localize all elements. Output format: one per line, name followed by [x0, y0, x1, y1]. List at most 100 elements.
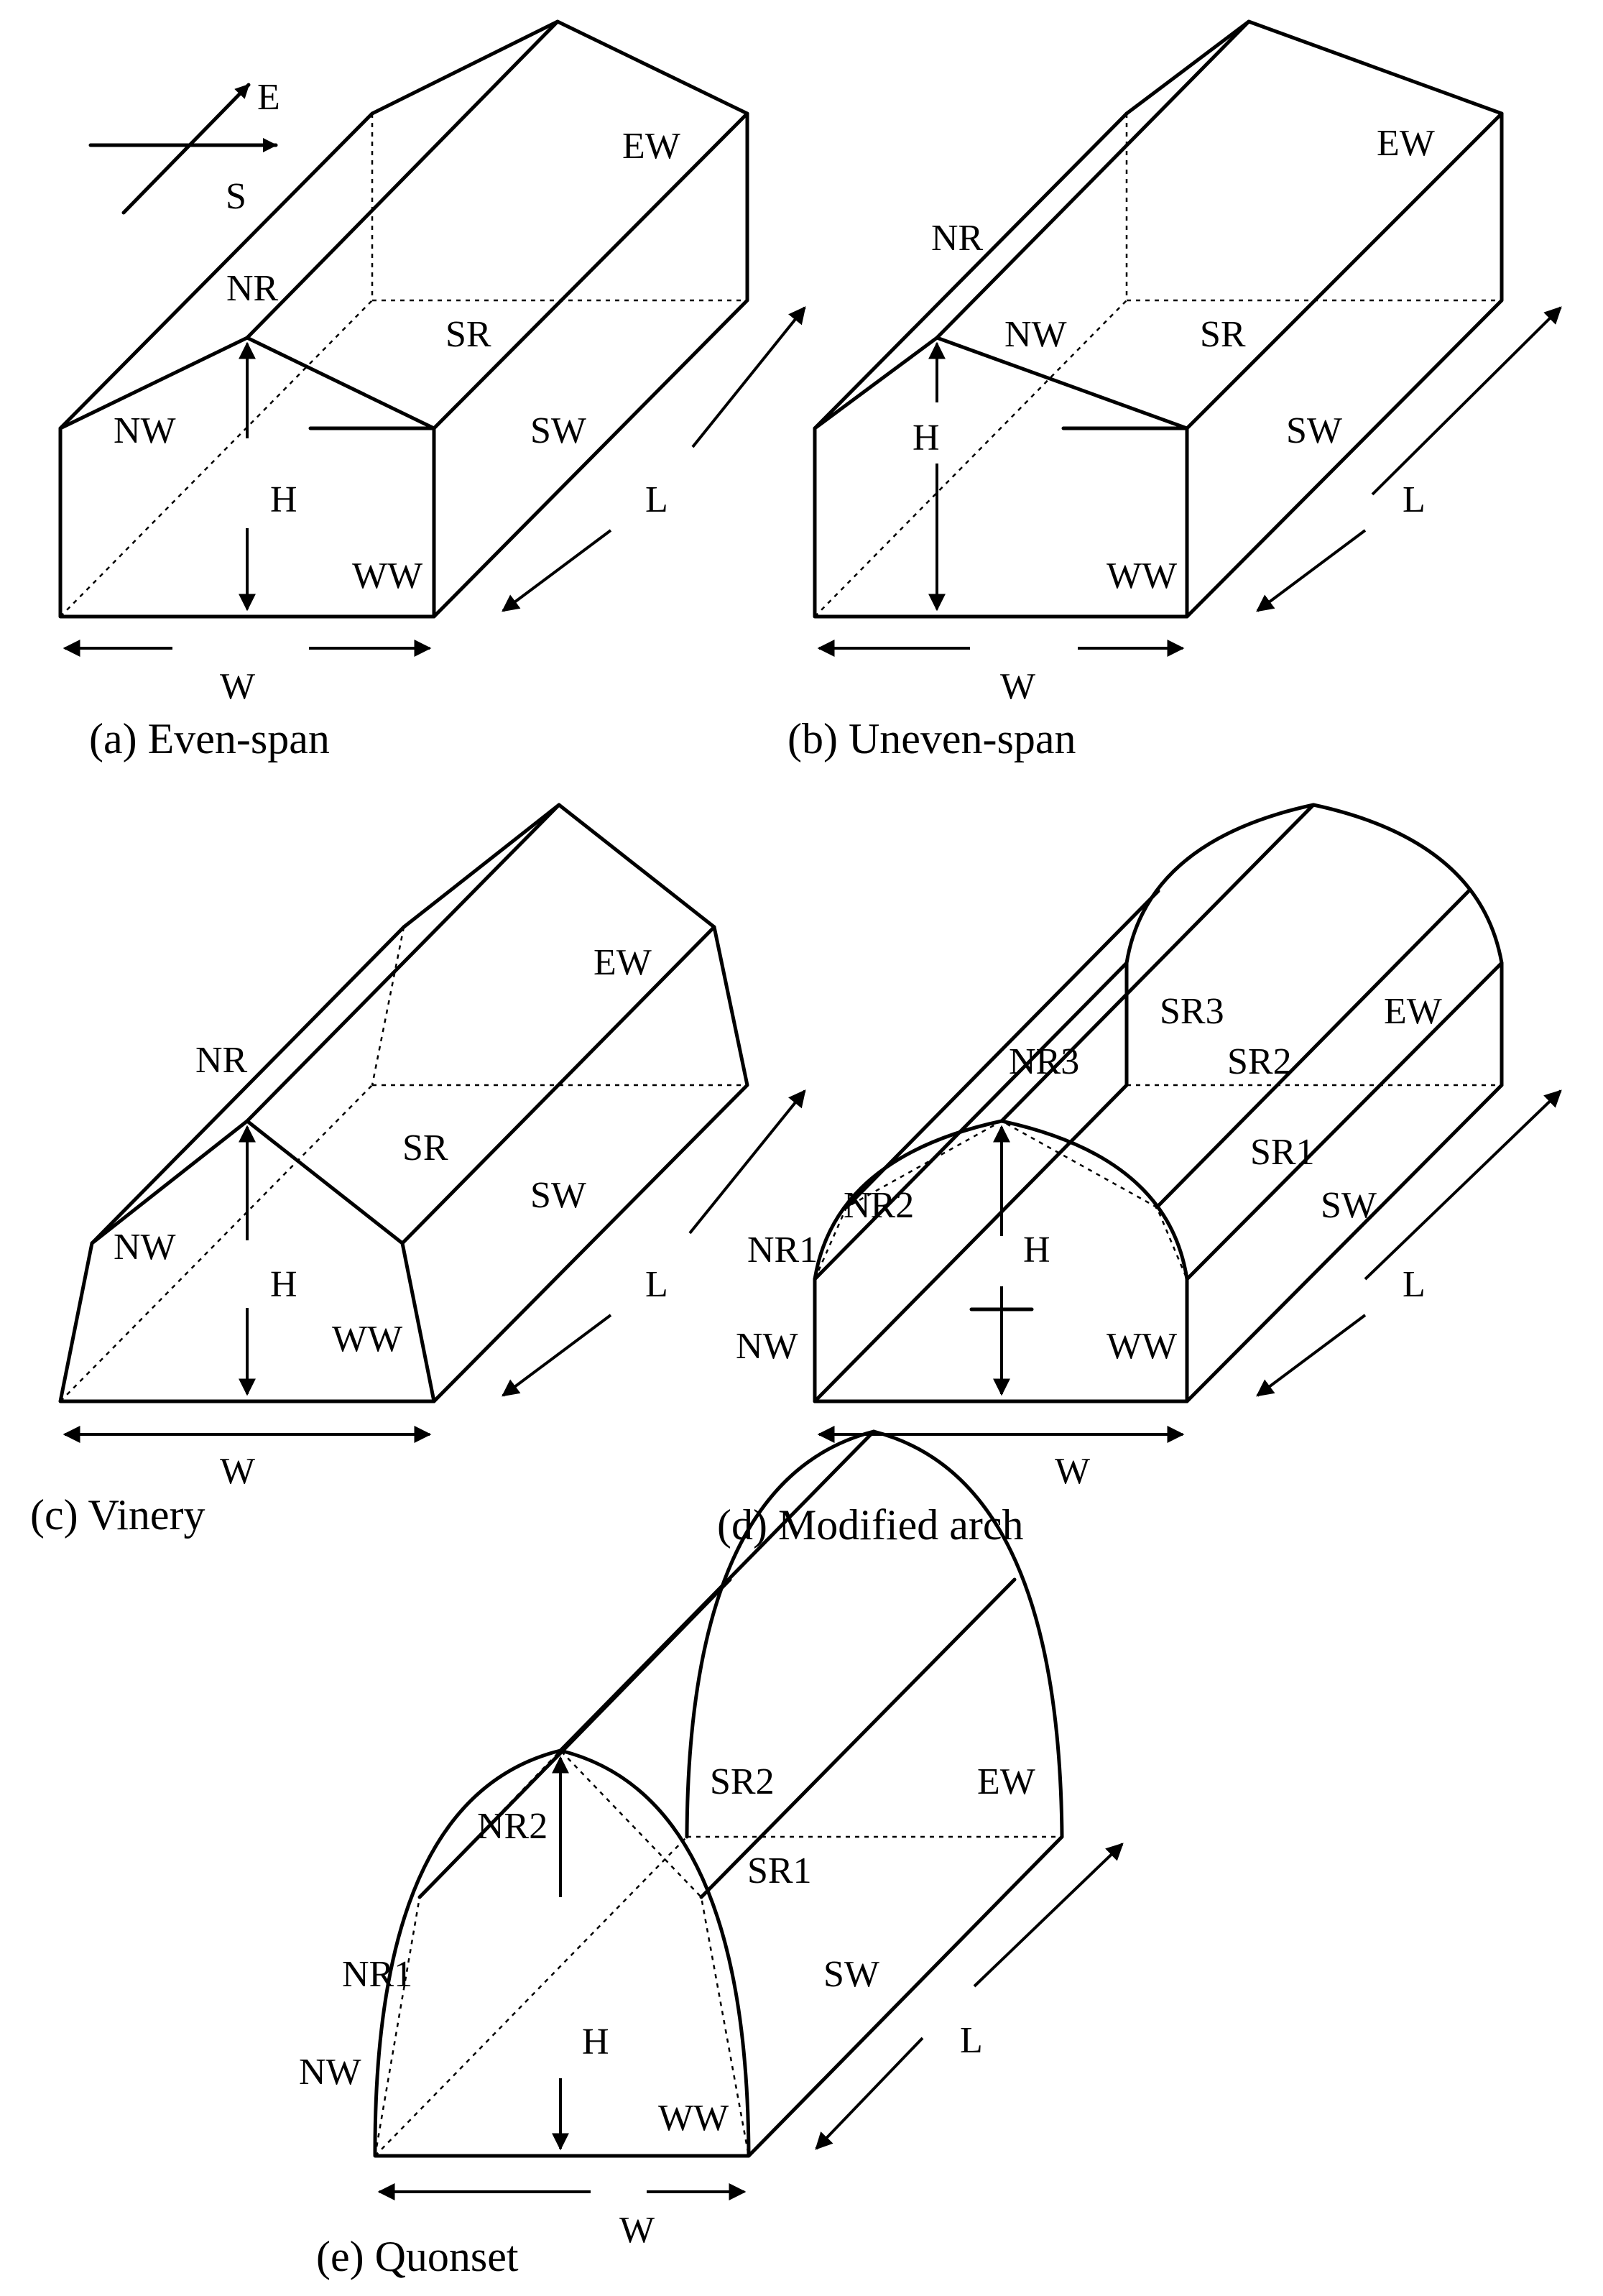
vinery-north-eave: [90, 925, 406, 1245]
modified-arch-label-nr1: NR1: [747, 1230, 818, 1271]
modified-arch-label-ew: EW: [1384, 991, 1442, 1032]
quonset-label-sr2: SR2: [710, 1761, 775, 1802]
modified-arch-length-arrow: [1364, 1089, 1562, 1281]
quonset-label-nr1: NR1: [342, 1954, 412, 1995]
vinery-south-eave: [400, 925, 716, 1245]
modified-arch-back-arch: [1124, 803, 1504, 1087]
modified-arch-base-line: [813, 1083, 1129, 1403]
vinery-label-ew: EW: [593, 942, 652, 983]
quonset-length-arrow: [815, 2037, 924, 2150]
diagram-vinery: EW NR SR SW NW H L WW W (c) Vinery: [30, 803, 806, 1539]
uneven-span-label-l: L: [1403, 479, 1426, 520]
diagram-modified-arch: SR3 EW NR3 SR2 SR1 NR2 SW NR1 H L NW WW …: [717, 803, 1562, 1549]
quonset-hidden-edge: [374, 1836, 688, 2157]
modified-arch-label-h: H: [1023, 1230, 1050, 1271]
quonset-label-h: H: [582, 2021, 609, 2062]
vinery-label-l: L: [645, 1264, 668, 1305]
vinery-length-arrow: [688, 1089, 806, 1235]
quonset-base-line: [747, 1835, 1064, 2158]
vinery-label-nr: NR: [195, 1040, 248, 1081]
even-span-label-l: L: [645, 479, 668, 520]
vinery-label-ww: WW: [332, 1319, 402, 1360]
uneven-span-label-sw: SW: [1286, 410, 1342, 451]
vinery-label-nw: NW: [114, 1227, 176, 1268]
uneven-span-label-h: H: [913, 418, 940, 458]
even-span-label-sr: SR: [445, 314, 491, 355]
even-span-label-ew: EW: [622, 126, 680, 167]
even-span-label-h: H: [270, 479, 297, 520]
modified-arch-ridge-line: [999, 803, 1316, 1123]
even-span-label-nr: NR: [226, 268, 279, 309]
even-span-north-eave: [58, 111, 374, 430]
vinery-back-north-rafter: [402, 803, 561, 929]
modified-arch-ridge-line: [844, 889, 1160, 1209]
modified-arch-length-arrow: [1256, 1314, 1367, 1397]
quonset-label-l: L: [960, 2020, 983, 2061]
uneven-span-back-north-rafter: [1124, 19, 1251, 116]
modified-arch-label-sw: SW: [1321, 1185, 1377, 1226]
even-span-south-eave: [432, 111, 749, 430]
vinery-hidden-edge: [371, 926, 405, 1086]
even-span-length-arrow: [691, 306, 806, 448]
even-span-roof-and-side: [245, 19, 749, 619]
uneven-span-caption: (b) Uneven-span: [787, 715, 1076, 762]
diagram-quonset: SR2 EW NR2 SR1 NR1 SW L NW H WW W (e) Qu…: [299, 1429, 1124, 2280]
modified-arch-label-ww: WW: [1107, 1326, 1177, 1367]
vinery-label-sr: SR: [402, 1128, 448, 1168]
even-span-front-end-wall: [58, 336, 436, 619]
even-span-length-arrow: [502, 529, 612, 612]
even-span-hidden-edge: [60, 300, 373, 617]
modified-arch-ridge-line: [1155, 889, 1471, 1209]
quonset-length-arrow: [973, 1843, 1124, 1988]
compass-south-label: S: [226, 176, 246, 217]
compass: E S: [88, 77, 280, 217]
uneven-span-north-eave: [813, 111, 1129, 430]
quonset-caption: (e) Quonset: [316, 2233, 519, 2280]
uneven-span-south-eave: [1185, 111, 1504, 430]
modified-arch-label-w: W: [1055, 1451, 1090, 1492]
modified-arch-ridge-line: [813, 961, 1129, 1281]
diagram-uneven-span: NR EW NW SR SW H L WW W (b) Uneven-span: [787, 19, 1562, 762]
uneven-span-length-arrow: [1256, 529, 1367, 612]
vinery-label-h: H: [270, 1264, 297, 1305]
vinery-front-end-wall: [58, 1119, 436, 1403]
even-span-label-ww: WW: [352, 555, 422, 596]
quonset-label-ww: WW: [658, 2098, 729, 2139]
vinery-hidden-edge: [60, 1084, 373, 1402]
compass-east-label: E: [257, 77, 280, 118]
quonset-label-sw: SW: [823, 1954, 879, 1995]
uneven-span-label-w: W: [1000, 666, 1035, 707]
diagram-even-span: NR EW SR NW SW H L WW W (a) Even-span: [58, 19, 806, 762]
uneven-span-hidden-edge: [814, 300, 1127, 617]
uneven-span-front-end-wall: [813, 336, 1189, 619]
modified-arch-label-nr2: NR2: [844, 1185, 914, 1226]
uneven-span-label-nr: NR: [931, 218, 984, 259]
modified-arch-label-sr3: SR3: [1160, 991, 1224, 1032]
quonset-label-sr1: SR1: [747, 1850, 812, 1891]
uneven-span-label-ew: EW: [1377, 123, 1435, 164]
modified-arch-label-nw: NW: [736, 1326, 798, 1367]
uneven-span-label-ww: WW: [1107, 555, 1177, 596]
vinery-length-arrow: [502, 1314, 612, 1397]
modified-arch-label-l: L: [1403, 1264, 1426, 1305]
even-span-label-sw: SW: [530, 410, 586, 451]
even-span-label-w: W: [220, 666, 255, 707]
modified-arch-ridge-line: [1185, 961, 1504, 1281]
modified-arch-label-sr1: SR1: [1250, 1132, 1315, 1173]
modified-arch-label-sr2: SR2: [1227, 1041, 1292, 1082]
modified-arch-base-line: [1185, 1083, 1504, 1403]
even-span-caption: (a) Even-span: [89, 715, 330, 762]
quonset-label-w: W: [619, 2210, 655, 2251]
quonset-label-nw: NW: [299, 2052, 361, 2093]
vinery-label-w: W: [220, 1451, 255, 1492]
compass-east-arrow: [121, 83, 251, 215]
vinery-roof-and-side: [245, 803, 749, 1403]
quonset-label-nr2: NR2: [477, 1806, 548, 1847]
uneven-span-label-nw: NW: [1004, 314, 1067, 355]
vinery-label-sw: SW: [530, 1175, 586, 1216]
quonset-ridge-line: [699, 1577, 1017, 1899]
even-span-label-nw: NW: [114, 410, 176, 451]
uneven-span-length-arrow: [1371, 306, 1562, 496]
quonset-ridge-line: [558, 1429, 876, 1753]
